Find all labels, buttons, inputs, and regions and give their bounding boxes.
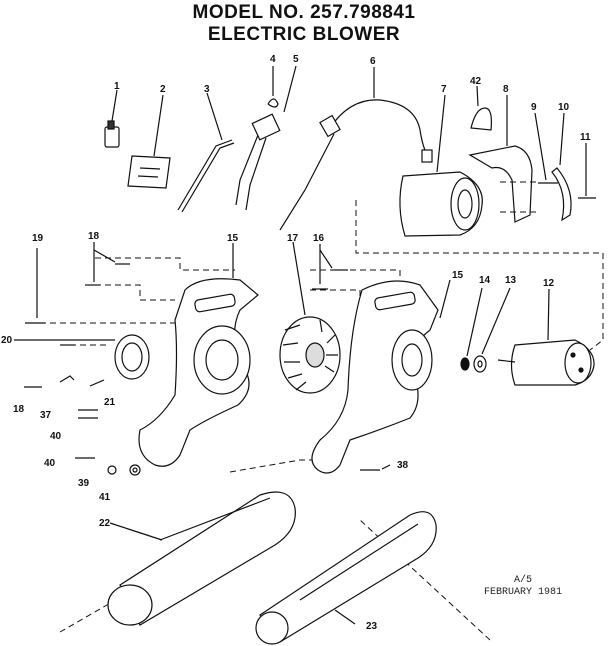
- revision-stamp: A/5 FEBRUARY 1981: [468, 575, 578, 599]
- label-part-3: 3: [204, 84, 210, 95]
- revision-code: A/5: [513, 575, 532, 586]
- nozzle-tube-23: [255, 511, 437, 645]
- motor-armature-part: [497, 288, 595, 386]
- label-part-42: 42: [470, 76, 482, 87]
- screw-part-11: [578, 143, 596, 199]
- part-number-labels: 1 2 3 4 5 6 7 42 8 9 10 11 12 13 14 15 1…: [1, 54, 591, 632]
- fan-impeller-part: [279, 241, 341, 394]
- label-part-39: 39: [78, 478, 90, 489]
- label-part-23: 23: [366, 621, 378, 632]
- label-part-20: 20: [1, 335, 13, 346]
- label-part-16: 16: [313, 233, 325, 244]
- label-part-40-upper: 40: [50, 431, 62, 442]
- label-part-13: 13: [505, 275, 517, 286]
- label-part-7: 7: [441, 84, 447, 95]
- label-part-11: 11: [580, 132, 591, 143]
- screw-part-4: [267, 66, 279, 108]
- cord-assembly-part: [279, 67, 433, 231]
- screw-part-9: [534, 112, 558, 184]
- label-part-37: 37: [40, 410, 52, 421]
- right-housing-half: [311, 279, 451, 474]
- label-part-5: 5: [293, 54, 299, 65]
- label-part-18-top: 18: [88, 231, 100, 242]
- label-part-15-right: 15: [452, 270, 464, 281]
- label-part-40-lower: 40: [44, 458, 56, 469]
- label-part-8: 8: [503, 84, 509, 95]
- label-part-21: 21: [104, 397, 116, 408]
- label-part-10: 10: [558, 102, 570, 113]
- label-part-19: 19: [32, 233, 44, 244]
- label-part-18-left: 18: [13, 404, 25, 415]
- model-number-title: MODEL NO. 257.798841: [192, 2, 416, 23]
- label-part-6: 6: [370, 56, 376, 67]
- label-part-17: 17: [287, 233, 299, 244]
- clip-part-42: [470, 85, 492, 131]
- motor-housing-part: [399, 94, 483, 237]
- label-part-22: 22: [99, 518, 111, 529]
- label-part-15-left: 15: [227, 233, 239, 244]
- label-part-38: 38: [397, 460, 409, 471]
- handle-strap-part: [551, 112, 572, 222]
- revision-date: FEBRUARY 1981: [483, 587, 562, 598]
- switch-part: [104, 89, 120, 148]
- label-part-2: 2: [160, 84, 166, 95]
- bracket-part: [468, 95, 533, 223]
- decal-part: [127, 94, 171, 189]
- product-name-title: ELECTRIC BLOWER: [207, 24, 401, 45]
- left-housing-half: [138, 243, 259, 467]
- label-part-41: 41: [99, 492, 111, 503]
- screws-left-group: [24, 242, 141, 476]
- washer-part-13: [473, 287, 511, 373]
- screw-part-38: [360, 464, 391, 471]
- label-part-9: 9: [531, 102, 537, 113]
- cord-clip-part: [177, 92, 235, 213]
- label-part-1: 1: [114, 81, 120, 92]
- terminal-block-part: [235, 65, 297, 211]
- grille-part: [14, 334, 150, 380]
- label-part-14: 14: [479, 275, 491, 286]
- washer-part-14: [460, 287, 483, 371]
- label-part-12: 12: [543, 278, 555, 289]
- label-part-4: 4: [270, 54, 276, 65]
- screws-right-group: [312, 244, 348, 290]
- blower-tube-22: [107, 491, 296, 626]
